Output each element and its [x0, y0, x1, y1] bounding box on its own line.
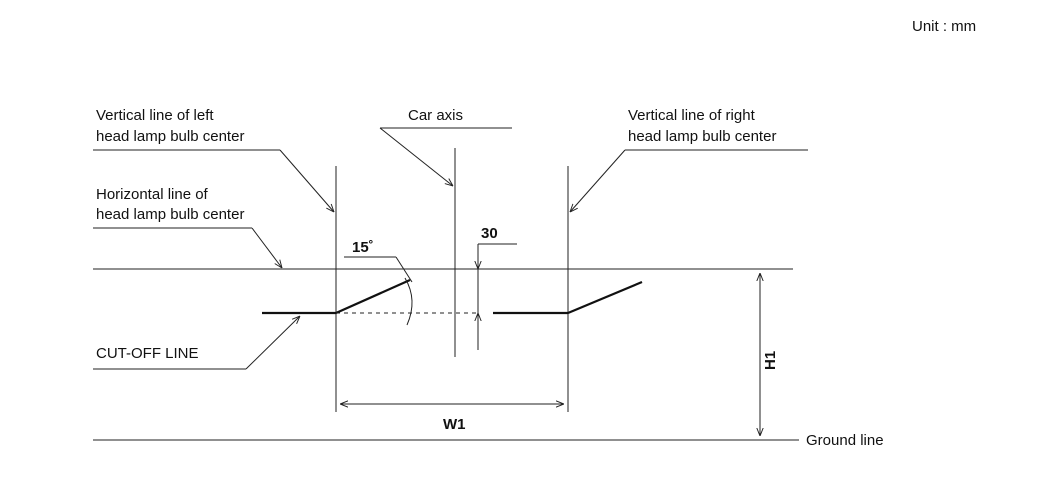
angle-label-leader: [395, 256, 413, 283]
car-axis-leader: [379, 127, 453, 186]
left-vertical-label-line2: head lamp bulb center: [96, 128, 244, 145]
car-axis-label: Car axis: [408, 107, 463, 124]
left-vertical-leader: [279, 149, 334, 212]
horizontal-leader: [251, 227, 282, 268]
angle-label: 15˚: [352, 239, 374, 256]
unit-label: Unit : mm: [912, 18, 976, 35]
left-vertical-label-line1: Vertical line of left: [96, 107, 214, 124]
cutoff-line-label: CUT-OFF LINE: [96, 345, 199, 362]
w1-label: W1: [443, 416, 466, 433]
cutoff-leader: [245, 316, 300, 370]
horizontal-label-line1: Horizontal line of: [96, 186, 209, 203]
offset-label: 30: [481, 225, 498, 242]
left-cutoff-slope: [335, 278, 411, 315]
horizontal-label-line2: head lamp bulb center: [96, 206, 244, 223]
right-vertical-label-line2: head lamp bulb center: [628, 128, 776, 145]
right-vertical-leader: [570, 149, 626, 212]
angle-arc: [404, 277, 413, 326]
right-vertical-label-line1: Vertical line of right: [628, 107, 756, 124]
right-cutoff-slope: [567, 280, 643, 315]
ground-line-label: Ground line: [806, 432, 884, 449]
h1-label: H1: [762, 351, 779, 370]
